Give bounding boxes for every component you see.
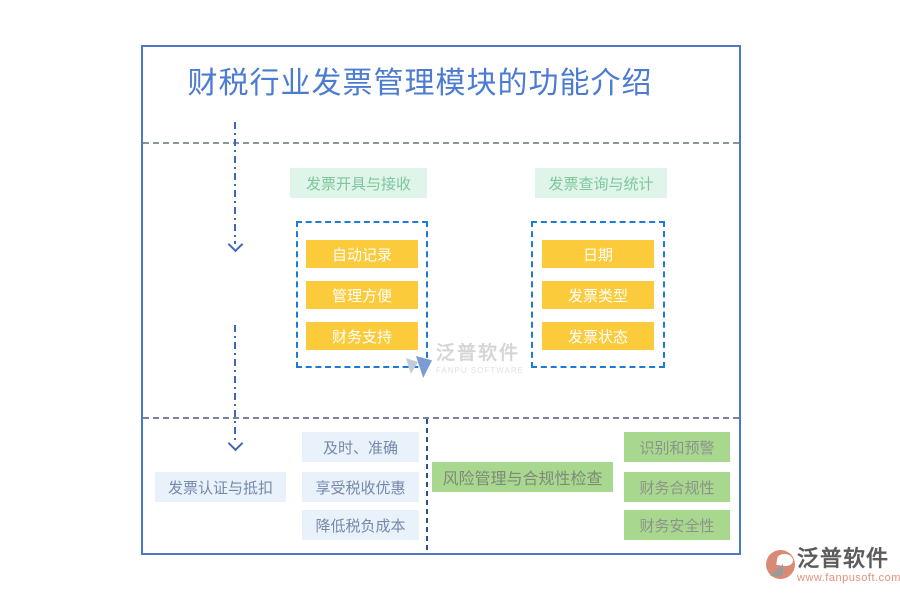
section-divider-bottom [143, 417, 739, 419]
footer-website: www.fanpusoft.com [797, 572, 900, 584]
watermark-brand: 泛普软件 [436, 343, 521, 364]
watermark-subtitle: FANPU SOFTWARE [436, 366, 524, 375]
group-label-invoice-query-stats: 发票查询与统计 [535, 168, 667, 198]
feature-item: 发票类型 [542, 281, 654, 309]
group-label-invoice-issue-receive: 发票开具与接收 [290, 168, 427, 198]
label-invoice-certify-deduct: 发票认证与抵扣 [155, 472, 286, 502]
arrow-head [227, 435, 244, 452]
risk-item: 财务安全性 [624, 510, 730, 540]
benefit-item: 降低税负成本 [302, 510, 419, 540]
arrow-shaft [234, 122, 236, 244]
group-box-invoice-issue-receive: 自动记录 管理方便 财务支持 [296, 221, 428, 368]
footer-brand: 泛普软件 www.fanpusoft.com [766, 548, 900, 584]
risk-item: 识别和预警 [624, 432, 730, 462]
feature-item: 财务支持 [306, 322, 418, 350]
fanpu-logo-icon [406, 356, 432, 380]
flow-arrow-down-icon [227, 122, 244, 253]
section-divider-top [143, 142, 739, 144]
feature-item: 自动记录 [306, 240, 418, 268]
vertical-divider [426, 419, 428, 553]
benefit-item: 及时、准确 [302, 432, 419, 462]
feature-item: 管理方便 [306, 281, 418, 309]
arrow-shaft [234, 325, 236, 443]
watermark: 泛普软件 FANPU SOFTWARE [406, 344, 524, 380]
benefit-item: 享受税收优惠 [302, 472, 419, 502]
feature-item: 日期 [542, 240, 654, 268]
group-box-invoice-query-stats: 日期 发票类型 发票状态 [531, 221, 665, 368]
footer-brand-name: 泛普软件 [797, 546, 890, 572]
feature-item: 发票状态 [542, 322, 654, 350]
page-title: 财税行业发票管理模块的功能介绍 [187, 66, 653, 101]
label-risk-compliance-check: 风险管理与合规性检查 [432, 462, 613, 492]
fanpu-footer-logo-icon [766, 550, 795, 579]
risk-item: 财务合规性 [624, 472, 730, 502]
flow-arrow-down-icon [227, 325, 244, 452]
arrow-head [227, 236, 244, 253]
